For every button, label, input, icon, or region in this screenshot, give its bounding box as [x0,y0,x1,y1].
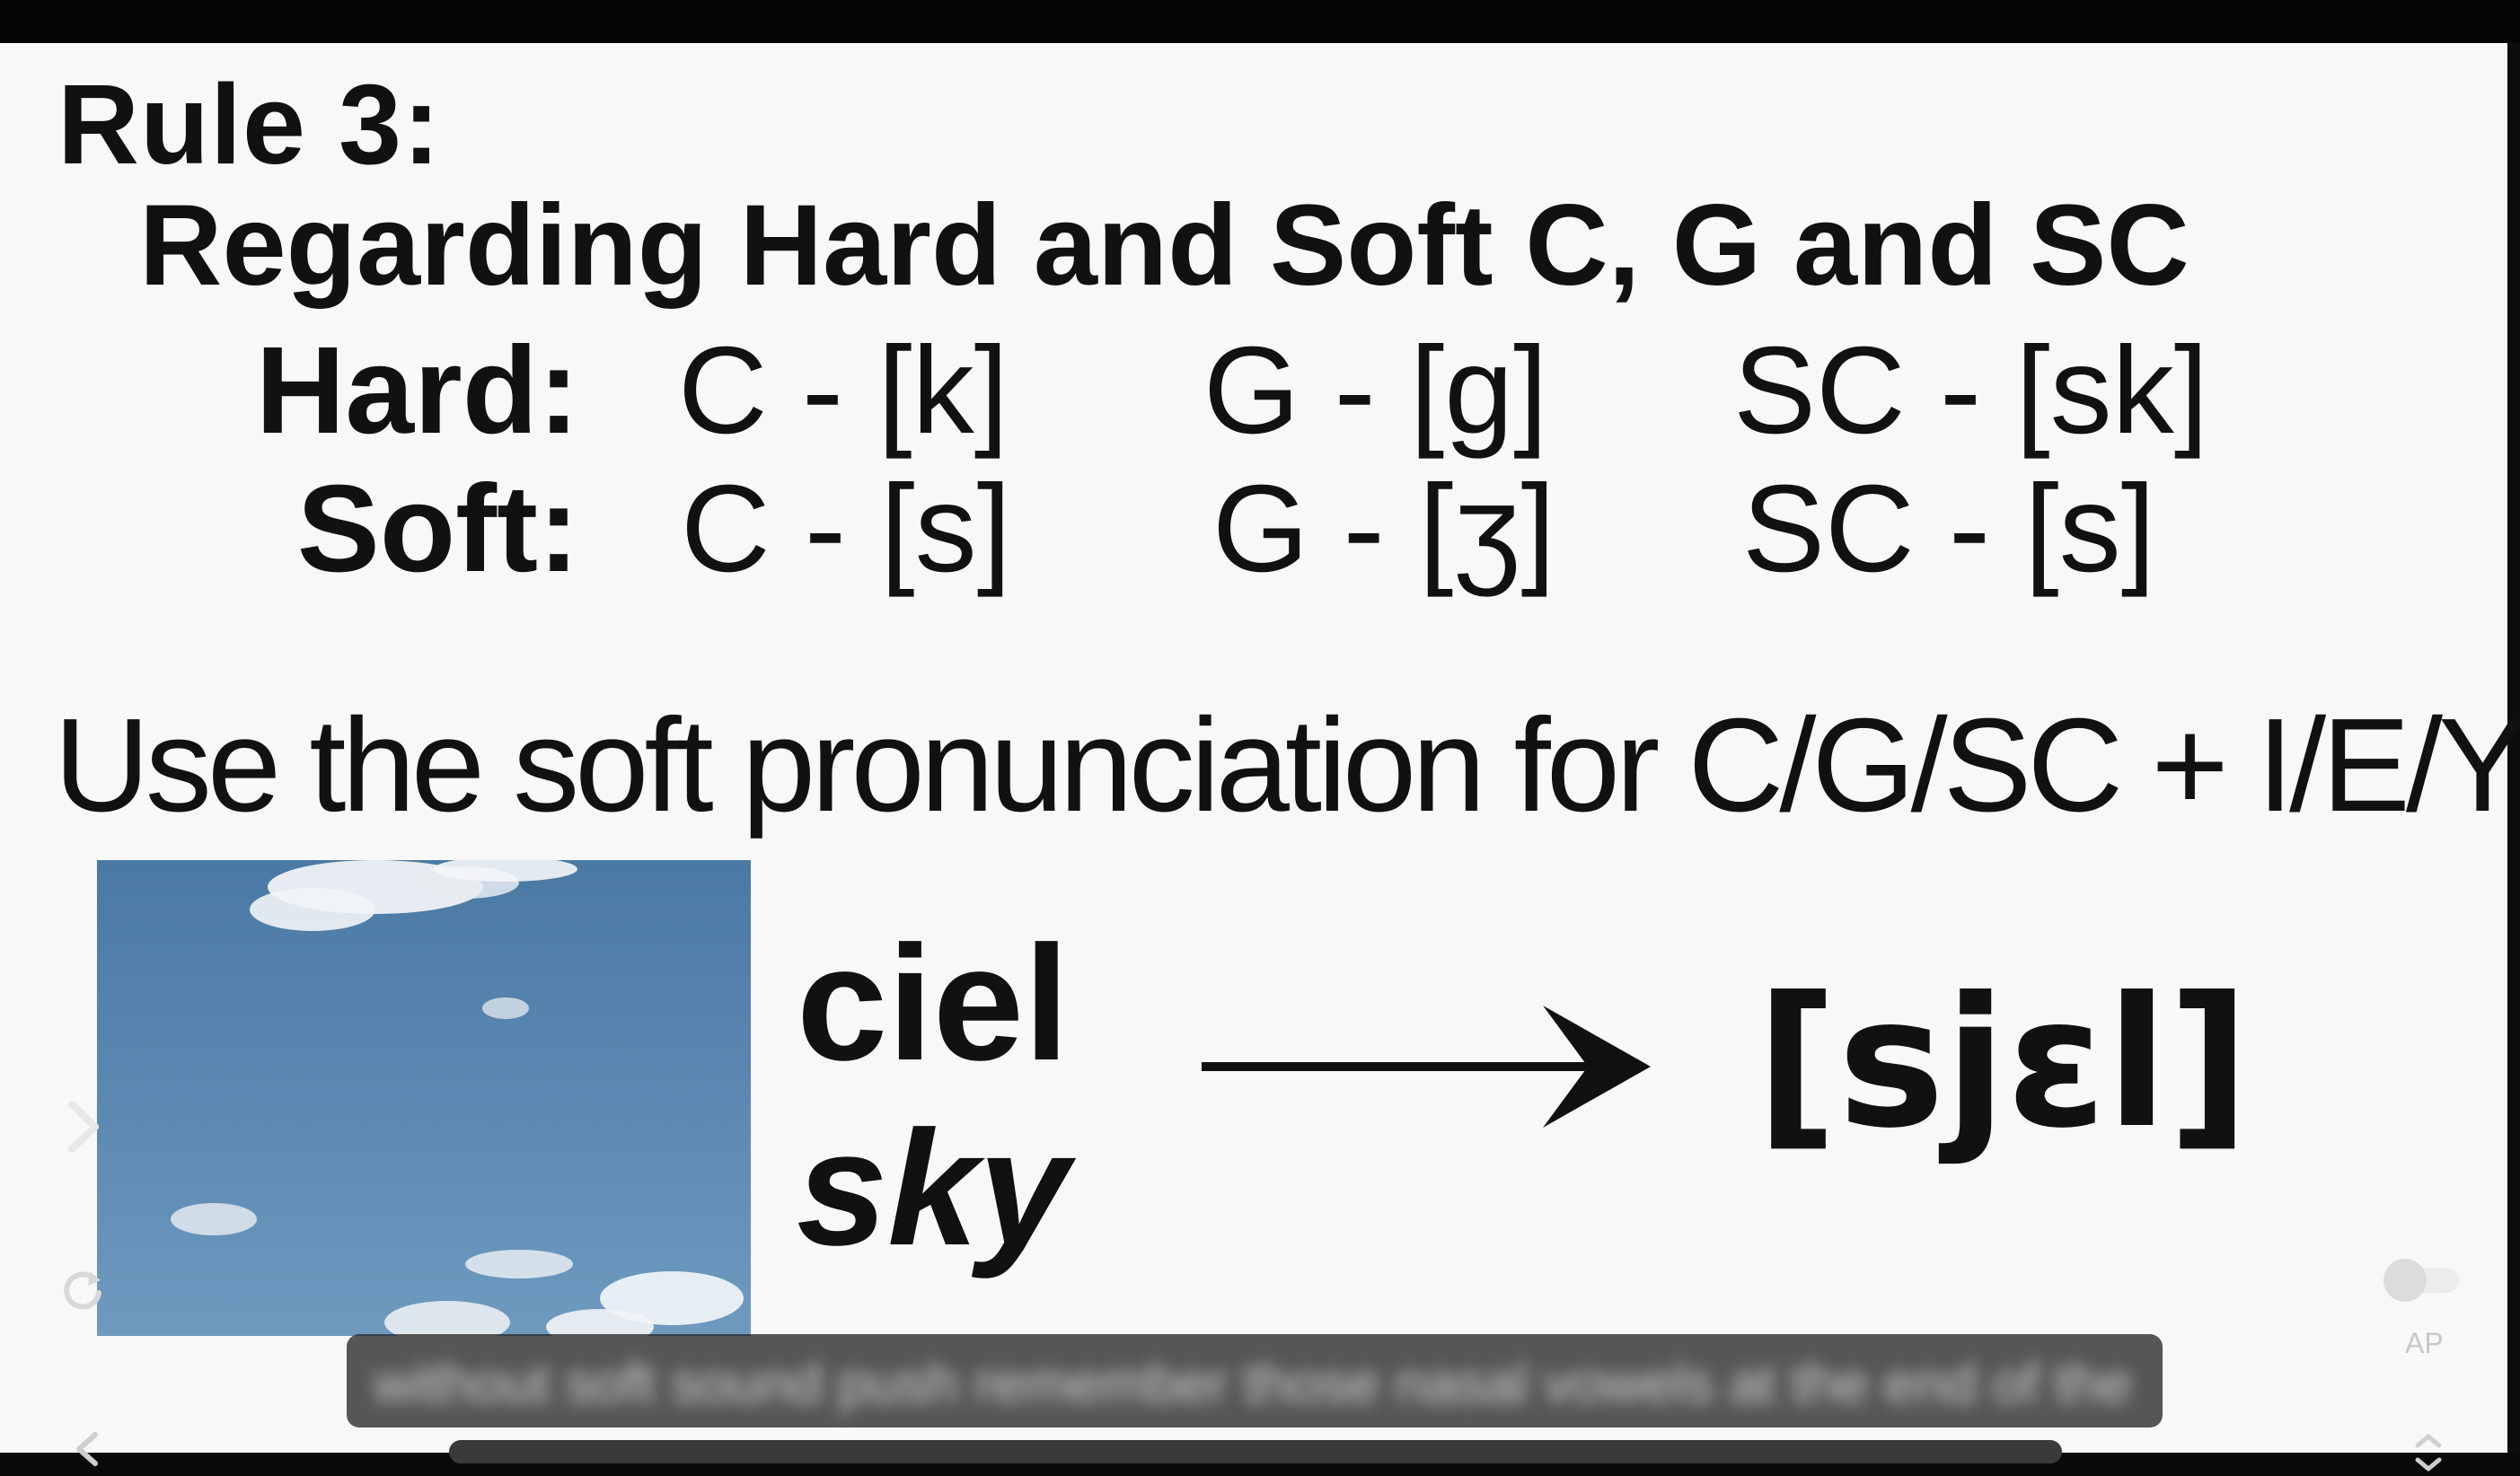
refresh-icon[interactable] [59,1266,106,1313]
hard-sc: SC - [sk] [1733,321,2209,460]
top-letterbox [0,0,2520,43]
seek-bar[interactable] [449,1440,2062,1463]
rule-text: Use the soft pronunciation for C/G/SC + … [54,691,2520,839]
soft-label: Soft: [296,460,579,598]
caption-text: without soft sound push remember those n… [374,1353,2134,1415]
ipa-transcription: [sjɛl] [1756,959,2251,1168]
soft-sc: SC - [s] [1742,460,2156,598]
chevron-up-down-icon[interactable] [2410,1428,2446,1476]
sky-photo [97,860,751,1336]
example-word-english: sky [797,1096,1070,1279]
chevron-left-icon[interactable] [70,1429,106,1469]
toggle-switch[interactable] [2380,1257,2464,1302]
hard-c: C - [k] [678,321,1009,460]
caption-overlay: without soft sound push remember those n… [347,1334,2163,1428]
example-word-french: ciel [797,911,1070,1094]
soft-g: G - [ʒ] [1212,460,1555,598]
ap-badge: AP [2405,1327,2444,1359]
rule-title: Rule 3: [57,61,442,188]
chevron-right-icon[interactable] [56,1095,110,1158]
hard-label: Hard: [255,321,579,460]
hard-g: G - [g] [1203,321,1548,460]
right-edge [2507,43,2520,1453]
soft-c: C - [s] [681,460,1011,598]
arrow-right-icon [1202,1006,1651,1128]
slide-subtitle: Regarding Hard and Soft C, G and SC [139,181,2190,310]
